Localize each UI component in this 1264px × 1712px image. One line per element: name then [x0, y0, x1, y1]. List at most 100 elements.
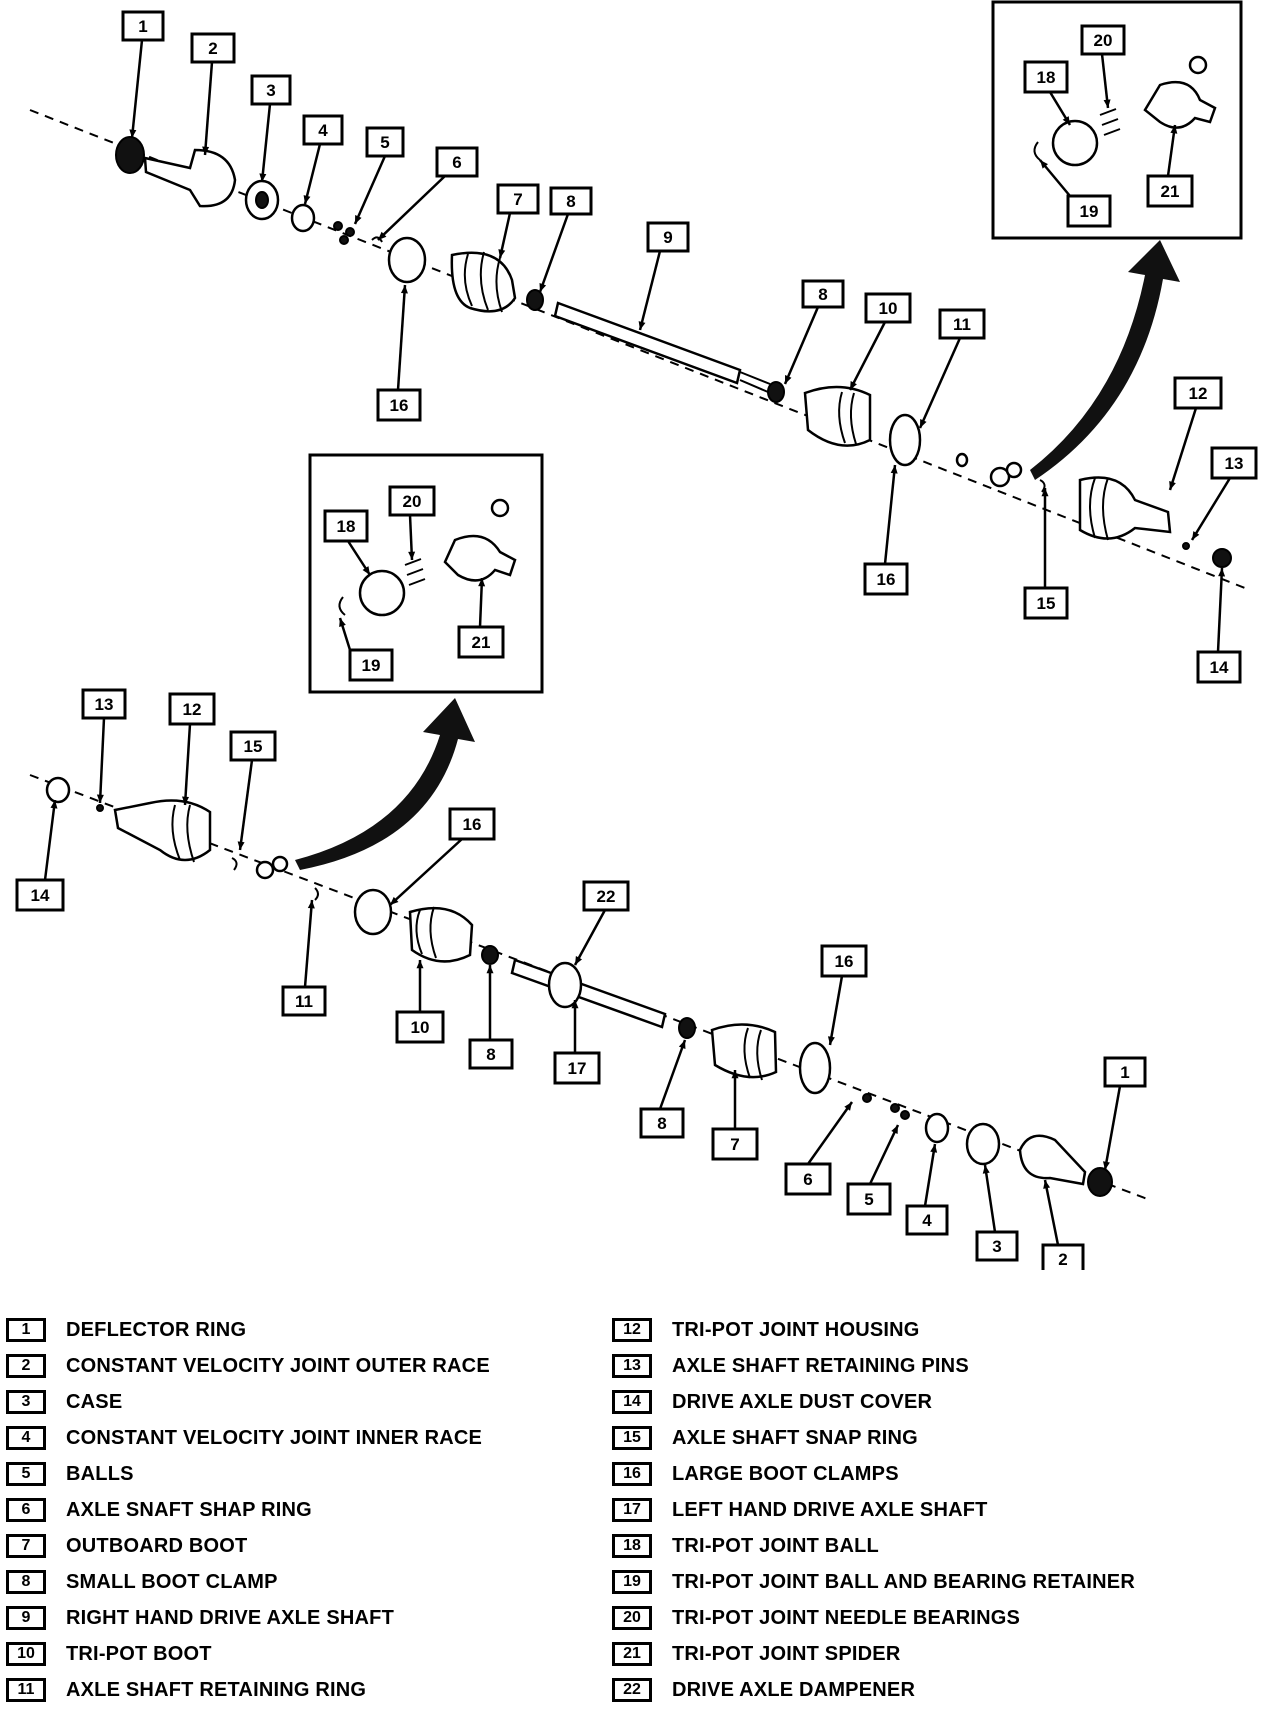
callout-box: [1103, 1056, 1147, 1088]
legend-item: 3 CASE: [6, 1384, 490, 1420]
callout-box: [639, 1107, 685, 1139]
callout-box: [190, 32, 236, 64]
legend-number-box: 21: [612, 1642, 652, 1666]
bottom-inset-spider-trunnion: [490, 498, 510, 518]
callout-arrowhead: [378, 231, 387, 240]
callout-number: 17: [568, 1059, 587, 1078]
callout-number: 19: [1080, 202, 1099, 221]
legend-label: TRI-POT JOINT HOUSING: [672, 1318, 920, 1341]
callout-arrowhead: [982, 1165, 990, 1174]
callout-arrowhead: [355, 215, 362, 224]
bottom-part-retaining-ring: [314, 887, 319, 901]
bottom-part-small-boot-clamp: [678, 1017, 696, 1039]
callout-leader-line: [98, 717, 106, 804]
callout-leader-line: [1043, 1179, 1060, 1246]
callout-number: 20: [1094, 31, 1113, 50]
legend-label: AXLE SHAFT RETAINING PINS: [672, 1354, 969, 1377]
callout-number: 1: [1120, 1063, 1129, 1082]
legend-label: CASE: [66, 1390, 123, 1413]
callout-number: 20: [403, 492, 422, 511]
callout-leader-line: [43, 799, 57, 881]
callout-number: 10: [411, 1018, 430, 1037]
legend-label: TRI-POT JOINT NEEDLE BEARINGS: [672, 1606, 1021, 1629]
callout-box: [975, 1230, 1019, 1262]
legend-number-box: 13: [612, 1354, 652, 1378]
legend-label: DEFLECTOR RING: [66, 1318, 247, 1341]
callout-number: 4: [318, 121, 328, 140]
callout-arrowhead: [930, 1144, 938, 1153]
legend-label: OUTBOARD BOOT: [66, 1534, 248, 1557]
legend-number-box: 16: [612, 1462, 652, 1486]
top-part-cv-outer-race: [143, 148, 237, 208]
legend-label: AXLE SNAFT SHAP RING: [66, 1498, 312, 1521]
bottom-part-retaining-pin: [96, 804, 104, 812]
top-part-tri-pot-boot: [803, 385, 872, 447]
callout-box: [711, 1127, 759, 1161]
callout-number: 9: [663, 228, 672, 247]
callout-arrowhead: [129, 129, 137, 138]
top-part-right-hand-axle-shaft: [553, 301, 742, 385]
callout-number: 5: [380, 133, 389, 152]
legend-label: CONSTANT VELOCITY JOINT INNER RACE: [66, 1426, 483, 1449]
callout-number: 14: [31, 886, 50, 905]
bottom-part-outboard-boot-ribs: [743, 1027, 763, 1081]
bottom-part-dampener: [547, 961, 583, 1009]
legend-label: TRI-POT JOINT BALL: [672, 1534, 879, 1557]
callout-arrowhead: [1040, 160, 1048, 169]
top-part-ball: [345, 227, 355, 237]
legend-number-box: 7: [6, 1534, 46, 1558]
top-part-shaft-splines: [739, 371, 771, 393]
top-part-small-boot-clamp: [526, 289, 544, 311]
callout-box: [1066, 194, 1112, 228]
callout-arrowhead: [96, 794, 104, 803]
callout-number: 8: [486, 1045, 495, 1064]
callout-leader-line: [573, 909, 607, 966]
callout-arrowhead: [339, 618, 346, 627]
callout-box: [938, 308, 986, 340]
callout-leader-line: [848, 321, 887, 391]
callout-number: 1: [138, 17, 147, 36]
callout-arrowhead: [1218, 568, 1226, 577]
legend-label: RIGHT HAND DRIVE AXLE SHAFT: [66, 1606, 394, 1629]
top-part-cv-inner-race: [290, 203, 316, 233]
legend-number-box: 3: [6, 1390, 46, 1414]
top-assembly-axis: [29, 109, 1251, 591]
callout-number: 22: [597, 887, 616, 906]
callout-arrowhead: [408, 551, 416, 560]
callout-number: 15: [1037, 594, 1056, 613]
callout-box: [1080, 24, 1126, 56]
top-part-axle-snap-ring: [1039, 479, 1046, 493]
legend-label: TRI-POT JOINT BALL AND BEARING RETAINER: [672, 1570, 1135, 1593]
bottom-part-axle-snap-ring: [231, 857, 238, 871]
callout-arrowhead: [575, 956, 583, 965]
legend-number-box: 1: [6, 1318, 46, 1342]
callout-number: 15: [244, 737, 263, 756]
top-part-case-hub: [255, 191, 269, 209]
legend-number-box: 6: [6, 1498, 46, 1522]
legend-number-box: 17: [612, 1498, 652, 1522]
bottom-part-cv-outer-race: [1018, 1134, 1087, 1186]
bottom-part-snap-ring: [862, 1093, 872, 1103]
callout-arrowhead: [182, 796, 190, 805]
bottom-part-tri-pot-housing: [113, 799, 212, 862]
callout-leader-line: [923, 1143, 937, 1207]
callout-box: [1146, 174, 1194, 208]
callout-arrowhead: [678, 1040, 686, 1049]
callout-leader-line: [1216, 567, 1224, 653]
callout-arrowhead: [498, 249, 506, 258]
top-part-large-boot-clamp: [888, 413, 922, 467]
callout-number: 11: [295, 992, 313, 1011]
bottom-part-small-boot-clamp: [481, 945, 499, 965]
callout-leader-line: [1190, 477, 1232, 541]
callout-number: 13: [95, 695, 114, 714]
legend-label: TRI-POT BOOT: [66, 1642, 212, 1665]
legend-number-box: 5: [6, 1462, 46, 1486]
bottom-part-large-boot-clamp: [798, 1041, 832, 1095]
callout-number: 7: [730, 1135, 739, 1154]
callout-leader-line: [868, 1124, 900, 1185]
